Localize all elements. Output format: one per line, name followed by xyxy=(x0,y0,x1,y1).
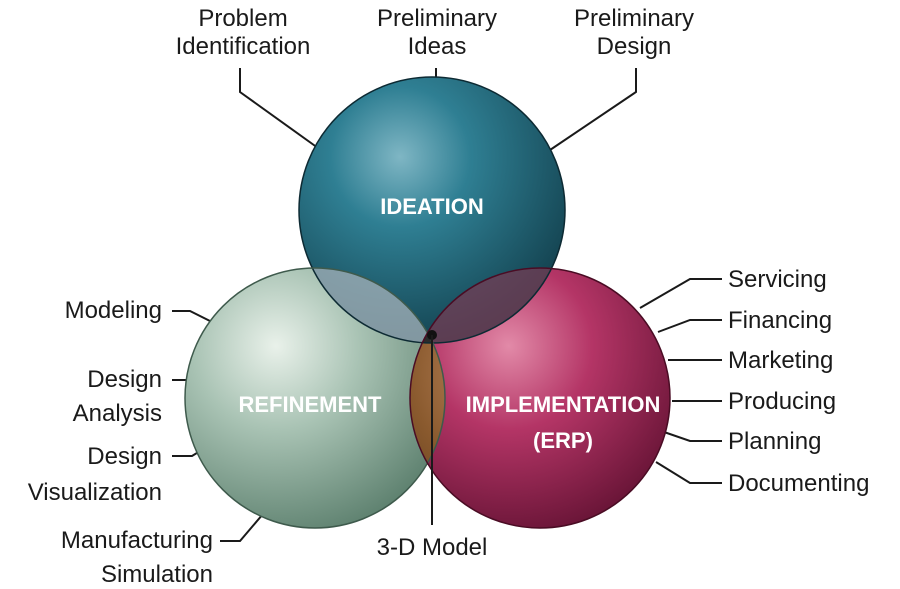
label-documenting: Documenting xyxy=(728,470,869,497)
label-financing: Financing xyxy=(728,307,832,334)
ideation-label: IDEATION xyxy=(380,194,483,219)
label-planning: Planning xyxy=(728,428,821,455)
label-design-analysis-1: Design xyxy=(87,366,162,393)
label-preliminary-design-1: Preliminary xyxy=(574,5,694,32)
label-identification: Identification xyxy=(176,33,311,60)
label-preliminary-ideas-1: Preliminary xyxy=(377,5,497,32)
implementation-label: IMPLEMENTATION xyxy=(466,392,661,417)
label-producing: Producing xyxy=(728,388,836,415)
label-preliminary-ideas-2: Ideas xyxy=(408,33,467,60)
label-manufacturing: Manufacturing xyxy=(61,527,213,554)
ideation-implementation-overlap xyxy=(410,268,565,343)
label-design-visualization-2: Visualization xyxy=(28,479,162,506)
label-design-analysis-2: Analysis xyxy=(73,400,162,427)
label-marketing: Marketing xyxy=(728,347,833,374)
label-simulation: Simulation xyxy=(101,561,213,588)
label-3d-model: 3-D Model xyxy=(377,534,488,561)
label-servicing: Servicing xyxy=(728,266,827,293)
leader-lines xyxy=(172,68,722,542)
label-preliminary-design-2: Design xyxy=(597,33,672,60)
refinement-label: REFINEMENT xyxy=(239,392,383,417)
label-modeling: Modeling xyxy=(65,297,162,324)
label-problem: Problem xyxy=(198,5,287,32)
implementation-sublabel: (ERP) xyxy=(533,428,593,453)
label-design-visualization-1: Design xyxy=(87,443,162,470)
